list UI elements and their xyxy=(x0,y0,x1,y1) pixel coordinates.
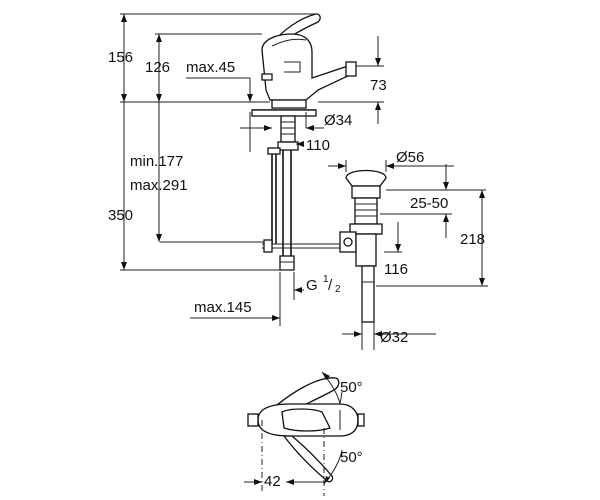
mixer-side-view xyxy=(251,13,357,271)
label-25-50: 25-50 xyxy=(410,195,448,212)
label-max291: max.291 xyxy=(130,177,188,194)
label-156: 156 xyxy=(108,49,133,66)
label-126: 126 xyxy=(145,59,170,76)
label-diameter-56: Ø56 xyxy=(396,149,424,166)
label-diameter-34: Ø34 xyxy=(324,112,352,129)
dimension-lines xyxy=(120,13,488,350)
label-116: 116 xyxy=(384,261,408,278)
label-thread-slash: / xyxy=(328,277,333,294)
mixer-base xyxy=(271,99,307,109)
spout-head xyxy=(345,61,357,77)
label-thread-denominator: 2 xyxy=(335,284,341,295)
mixer-top-view xyxy=(244,371,365,496)
label-angle-top: 50° xyxy=(340,379,363,396)
label-218: 218 xyxy=(460,231,485,248)
label-thread-g: G xyxy=(306,277,318,294)
label-angle-bottom: 50° xyxy=(340,449,363,466)
label-350: 350 xyxy=(108,207,133,224)
label-110: 110 xyxy=(306,137,330,154)
label-max145: max.145 xyxy=(194,299,252,316)
label-max45: max.45 xyxy=(186,59,235,76)
label-42: 42 xyxy=(264,473,281,490)
popup-rod xyxy=(261,73,273,81)
drain-tail xyxy=(361,265,375,323)
label-thread-numerator: 1 xyxy=(323,274,329,285)
drain-cap xyxy=(345,169,387,187)
label-min177: min.177 xyxy=(130,153,183,170)
dimension-labels: 156 126 max.45 73 Ø34 110 min.177 max.29… xyxy=(108,49,485,490)
label-73: 73 xyxy=(370,77,387,94)
label-diameter-32: Ø32 xyxy=(380,329,408,346)
popup-waste-drain xyxy=(339,169,387,323)
